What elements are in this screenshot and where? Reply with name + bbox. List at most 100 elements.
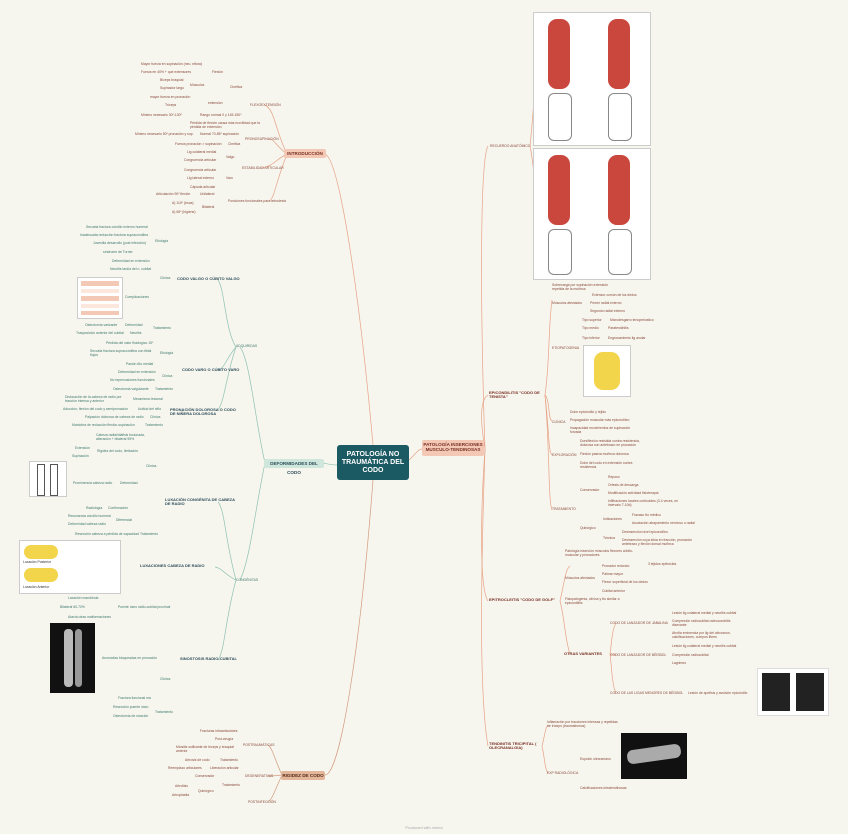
- epi-item: Tipo medio: [582, 326, 599, 330]
- codo-valgo-title[interactable]: CODO VALGO O CÚBITO VALGO: [177, 276, 240, 281]
- estab-item: Congruencia articular: [184, 168, 217, 172]
- branch-inserciones[interactable]: PATOLOGÍA INSERCIONES MUSCULO-TENDINOSAS: [422, 440, 484, 456]
- postraumaticas-label[interactable]: POSTRAUMÁTICAS: [243, 743, 275, 747]
- estab-item: Cápsula articular: [190, 185, 216, 189]
- branch-rigidez[interactable]: RIGIDEZ DE CODO: [281, 771, 325, 780]
- lux-item: Confirmación: [108, 506, 128, 510]
- tendinitis-tricipital-title[interactable]: TENDINITIS TRICIPITAL ( OLECRANALGIA): [489, 741, 537, 750]
- luxacion-congenita-title[interactable]: LUXACIÓN CONGÉNITA DE CABEZA DE RADIO: [165, 497, 235, 506]
- adquiridas-label[interactable]: ADQUIRIDAS: [236, 344, 258, 348]
- varo-item: Clínica: [162, 374, 173, 378]
- elbow-xray-image: [757, 668, 829, 716]
- varo-item: Secuela fractura supracondílea con tibia…: [90, 349, 152, 357]
- branch-introduccion[interactable]: INTRODUCCIÓN: [284, 149, 326, 158]
- pronosup-item: Normal 70-85º supinación: [200, 132, 239, 136]
- lux-item: Deformidad cabeza radio: [68, 522, 106, 526]
- epi-item: EXPLORACIÓN: [552, 453, 577, 457]
- estab-item: Congruencia articular: [184, 158, 217, 162]
- pron-item: Maniobra de reducción flexión-supinación: [72, 423, 135, 427]
- pron-item: Palpación dolorosa de cabeza de radio: [85, 415, 144, 419]
- otras-variantes-title[interactable]: OTRAS VARIANTES: [564, 651, 602, 656]
- pronosup-item: Cinética: [228, 142, 241, 146]
- epi-item: Asociación atrapamiento nervioso o radia…: [632, 521, 695, 525]
- epitroc-item: Patología inserción músculos flexores cú…: [565, 549, 634, 557]
- tric-item: Espolón olecraniano: [580, 757, 611, 761]
- wire-insercion: [408, 448, 423, 461]
- epitroc-item: Pronador redondo: [602, 564, 630, 568]
- intro-item: Bíceps braquial: [160, 78, 184, 82]
- valgo-diagram-image: [77, 277, 123, 319]
- wire-deform: [321, 462, 338, 466]
- sin-item: Laxación mandíbula: [68, 596, 99, 600]
- epi-item: Dorsiflexión resistida contra resistenci…: [580, 439, 640, 447]
- pos-item: Bilateral: [202, 205, 215, 209]
- sinostosis-title[interactable]: SINOSTOSIS RADIO-CUBITAL: [180, 656, 237, 661]
- epi-item: Técnica: [603, 536, 615, 540]
- intro-item: Tríceps: [165, 103, 177, 107]
- valgo-item: Tratamiento: [153, 326, 171, 330]
- lux-item: Extensión: [75, 446, 90, 450]
- luxacion-xray-sketch: [29, 461, 67, 497]
- epi-item: Propagación muscular más epicondíleo: [570, 418, 630, 422]
- branch-deformidades[interactable]: DEFORMIDADES DEL CODO: [264, 459, 324, 475]
- epi-item: Flexión pasiva muñeca dolorosa: [580, 452, 629, 456]
- central-topic[interactable]: PATOLOGÍA NO TRAUMÁTICA DEL CODO: [337, 445, 409, 480]
- otras-item: Lagrimeo: [672, 661, 687, 665]
- epi-item: Primer radial externo: [590, 301, 622, 305]
- codo-varo-title[interactable]: CODO VARO O CÚBITO VARO: [182, 367, 240, 372]
- otras-item: CODO DE LANZADOR DE JABALINA: [610, 621, 668, 625]
- epi-item: Segundo radial externo: [590, 309, 626, 313]
- tric-item: EXP RADIOLÓGICA: [547, 771, 579, 775]
- degen-item: Conservador: [195, 774, 215, 778]
- luxacion-anterior-posterior-image: Luxación Posterior Luxación Anterior: [19, 540, 121, 594]
- epitroc-item: Palmar mayor: [602, 572, 624, 576]
- sin-item: Puente óseo radio-cubital proximal: [118, 605, 171, 609]
- sin-item: Clínica: [160, 677, 171, 681]
- lux-item: Tratamiento: [140, 532, 158, 536]
- footer-credit: Produced with xmind: [405, 825, 443, 830]
- olecranon-xray-image: [621, 733, 687, 779]
- elbow-epicondyle-image: [583, 345, 631, 397]
- postinfeccion-label[interactable]: POSTINFECCIÓN: [248, 800, 276, 804]
- congenitas-label[interactable]: CONGÉNITAS: [236, 578, 259, 582]
- postraum-item: Reemplazo articulares: [168, 766, 202, 770]
- otras-item: Lesión de apófisis y avulsión epicóndilo: [688, 691, 748, 695]
- sin-item: Fractura funcional ma: [118, 696, 151, 700]
- epitrocleitis-title[interactable]: EPITROCLEITIS "CODO DE GOLF": [489, 597, 556, 602]
- varo-item: No repercusiones funcionales: [110, 378, 155, 382]
- estab-item: Lig lateral externo: [187, 176, 214, 180]
- wire-intro: [324, 153, 374, 446]
- epi-item: Dolor del codo en extensión contra resis…: [580, 461, 633, 469]
- lux-item: Resección cabeza a pérdida de capacidad: [75, 532, 139, 536]
- luxaciones-cabeza-title[interactable]: LUXACIONES CABEZA DE RADIO: [140, 563, 205, 568]
- sin-item: Anomalías bloqueadas en pronación: [102, 656, 158, 660]
- pronosupinacion-label[interactable]: PRONOSUPINACIÓN: [245, 137, 279, 141]
- otras-item: Lesión lig colateral medial y neuritis c…: [672, 611, 737, 615]
- lux-item: Diferencial: [116, 518, 133, 522]
- valgo-item: síndrome de Turner: [103, 250, 133, 254]
- otras-item: CODO DE LANZADOR DE BÉISBOL: [610, 653, 667, 657]
- lux-item: Prominencia cabeza radio: [73, 481, 113, 485]
- estabilidad-label[interactable]: ESTABILIDAD ARTICULAR: [242, 166, 284, 170]
- epi-item: Infiltraciones locales corticoides (3-4 …: [608, 499, 679, 507]
- luxacion-anterior-caption: Luxación Anterior: [23, 585, 50, 589]
- postraum-item: Artrosis de codo: [185, 758, 210, 762]
- lux-item: Rigidez del codo, limitación: [97, 449, 139, 453]
- degen-item: Quirúrgico: [198, 789, 214, 793]
- pronosup-item: Fuerza pronación > supinación: [175, 142, 222, 146]
- flexoextension-label[interactable]: FLEXOEXTENSIÓN: [250, 103, 281, 107]
- degen-item: Artroplastia: [172, 793, 190, 797]
- degenerativas-label[interactable]: DEGENERATIVAS: [245, 774, 274, 778]
- posiciones-label[interactable]: Posiciones funcionales para artrodesis: [228, 199, 287, 203]
- sin-item: Resección puente óseo: [113, 705, 149, 709]
- intro-item: Pérdida de flexión causa más movilidad q…: [190, 121, 260, 129]
- epicondilitis-title[interactable]: EPICONDILITIS "CODO DE TENISTA": [489, 390, 540, 399]
- epi-item: Tipo inferior: [582, 336, 600, 340]
- otras-item: Atrofia eminencia por lig del olécranon,…: [672, 631, 731, 639]
- epi-item: Tipo superior: [582, 318, 602, 322]
- tric-item: Calcificaciones intratendinosas: [580, 786, 627, 790]
- pronacion-dolorosa-title[interactable]: PRONACIÓN DOLOROSA O CODO DE NIÑERA DOLO…: [170, 407, 236, 416]
- otras-item: Compresión radiocubital: [672, 653, 709, 657]
- pron-item: Tratamiento: [145, 423, 163, 427]
- recuerdo-anatomico-label[interactable]: RECUERDO ANATÓMICO: [490, 144, 531, 148]
